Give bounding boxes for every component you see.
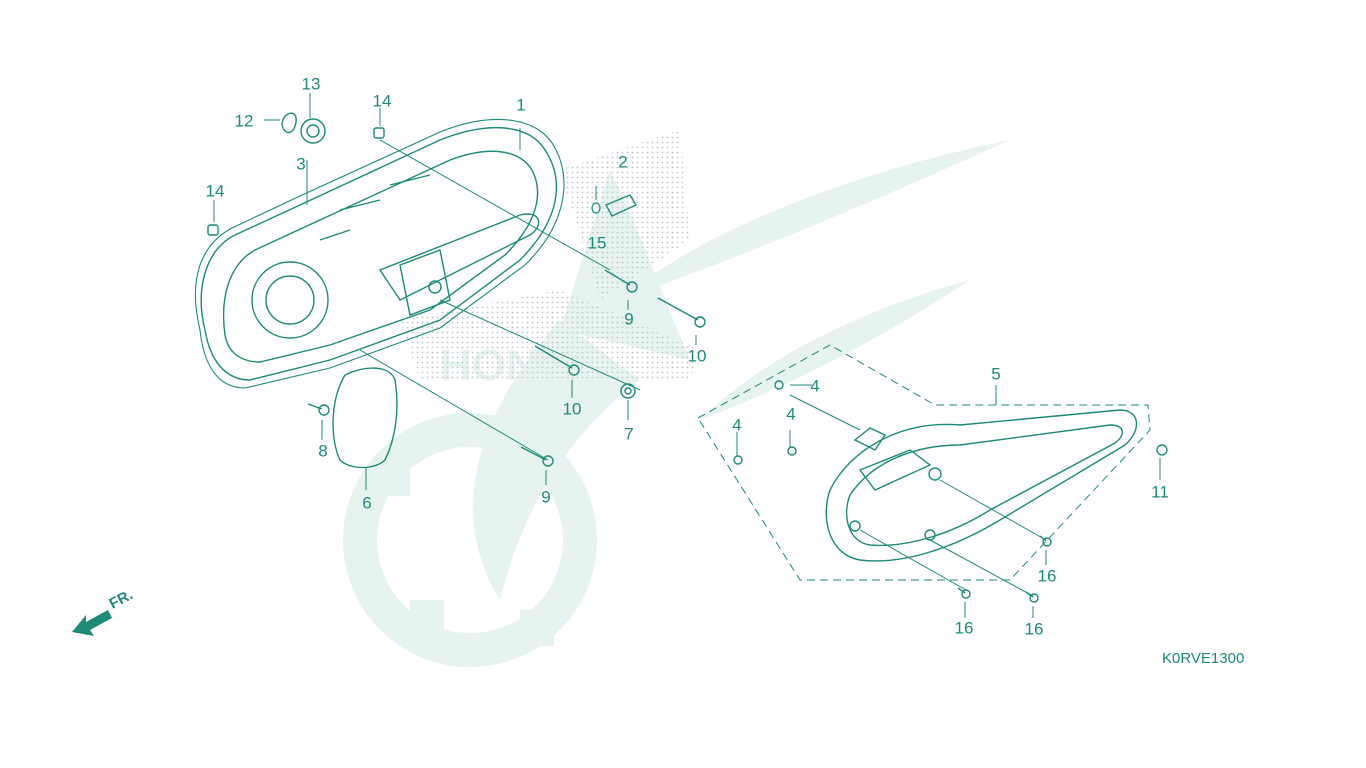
right-side-cover-5 [825, 409, 1138, 562]
callout-7: 7 [624, 424, 634, 444]
gasket-6 [332, 367, 398, 469]
circlip-12 [281, 112, 297, 134]
callout-8: 8 [318, 441, 328, 461]
callout-10b: 10 [562, 399, 582, 419]
callout-4c: 4 [732, 415, 742, 435]
leader-lines [213, 93, 1161, 618]
diagram-code: K0RVE1300 [1162, 650, 1245, 667]
callout-9a: 9 [624, 309, 634, 329]
callout-14a: 14 [372, 91, 392, 111]
callout-9b: 9 [541, 487, 551, 507]
dowel-pin-14a [373, 127, 385, 139]
callout-14b: 14 [205, 181, 225, 201]
callout-3: 3 [296, 154, 306, 174]
callout-5: 5 [991, 364, 1001, 384]
dotted-shadow [400, 130, 700, 380]
callout-11: 11 [1151, 482, 1169, 502]
dowel-pin-14b [207, 224, 219, 236]
callout-4a: 4 [810, 376, 820, 396]
front-arrow-icon [72, 610, 112, 636]
callout-15: 15 [587, 233, 607, 253]
oil-seal-13 [300, 118, 326, 144]
callout-13: 13 [301, 74, 321, 94]
o-ring-15 [591, 202, 601, 214]
callout-16a: 16 [1037, 566, 1057, 586]
assembly-lines [697, 344, 1151, 581]
cap-2 [605, 194, 638, 217]
gasket-3 [194, 118, 565, 389]
callout-12: 12 [234, 111, 254, 131]
callout-4b: 4 [786, 404, 796, 424]
callout-6: 6 [362, 493, 372, 513]
callout-16c: 16 [1024, 619, 1044, 639]
callout-2: 2 [618, 152, 628, 172]
watermark-logo: HONDA [343, 140, 1010, 667]
left-crankcase-cover [200, 126, 557, 381]
bolts [307, 269, 1168, 603]
callout-10a: 10 [687, 346, 707, 366]
callout-1: 1 [516, 95, 526, 115]
callout-16b: 16 [954, 618, 974, 638]
